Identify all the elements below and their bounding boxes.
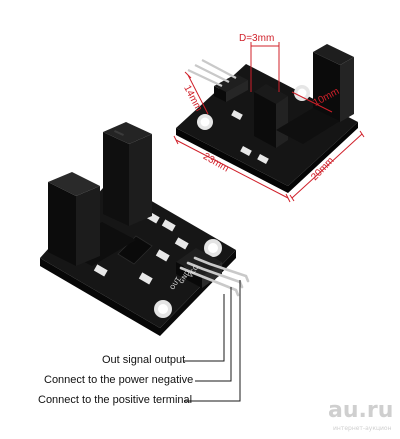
pin-header	[214, 74, 248, 92]
smd-resistor	[161, 219, 176, 232]
smd-resistor	[240, 146, 252, 156]
header-pin	[201, 59, 237, 79]
header-pins	[179, 256, 250, 297]
callout-signal-output: Out signal output	[102, 354, 186, 366]
watermark-logo: au.ru	[328, 398, 394, 423]
smd-resistor	[138, 272, 153, 285]
slot-width-label: D=3mm	[239, 33, 275, 44]
header-pin	[194, 64, 230, 83]
pin-header	[176, 248, 222, 276]
smd-resistor	[174, 237, 189, 250]
module-perspective-view	[40, 122, 250, 402]
watermark-tagline: интернет-аукцион	[333, 425, 392, 432]
sensor-pillar	[313, 44, 354, 65]
callout-positive-terminal: Connect to the positive terminal	[38, 394, 193, 406]
callout-power-negative: Connect to the power negative	[44, 374, 194, 386]
sensor-pillar	[103, 122, 152, 144]
leader-lines	[184, 280, 241, 402]
smd-resistor	[257, 154, 269, 164]
smd-resistor	[231, 110, 243, 120]
module-top-view	[173, 42, 365, 203]
header-pin	[187, 69, 223, 87]
smd-resistor	[93, 264, 108, 277]
sensor-pillar	[48, 172, 100, 196]
pcb-edge	[40, 258, 160, 336]
smd-resistor	[155, 249, 170, 262]
pcb-edge	[176, 122, 358, 193]
sensor-pillar	[254, 84, 288, 104]
sensor-base	[276, 108, 340, 144]
